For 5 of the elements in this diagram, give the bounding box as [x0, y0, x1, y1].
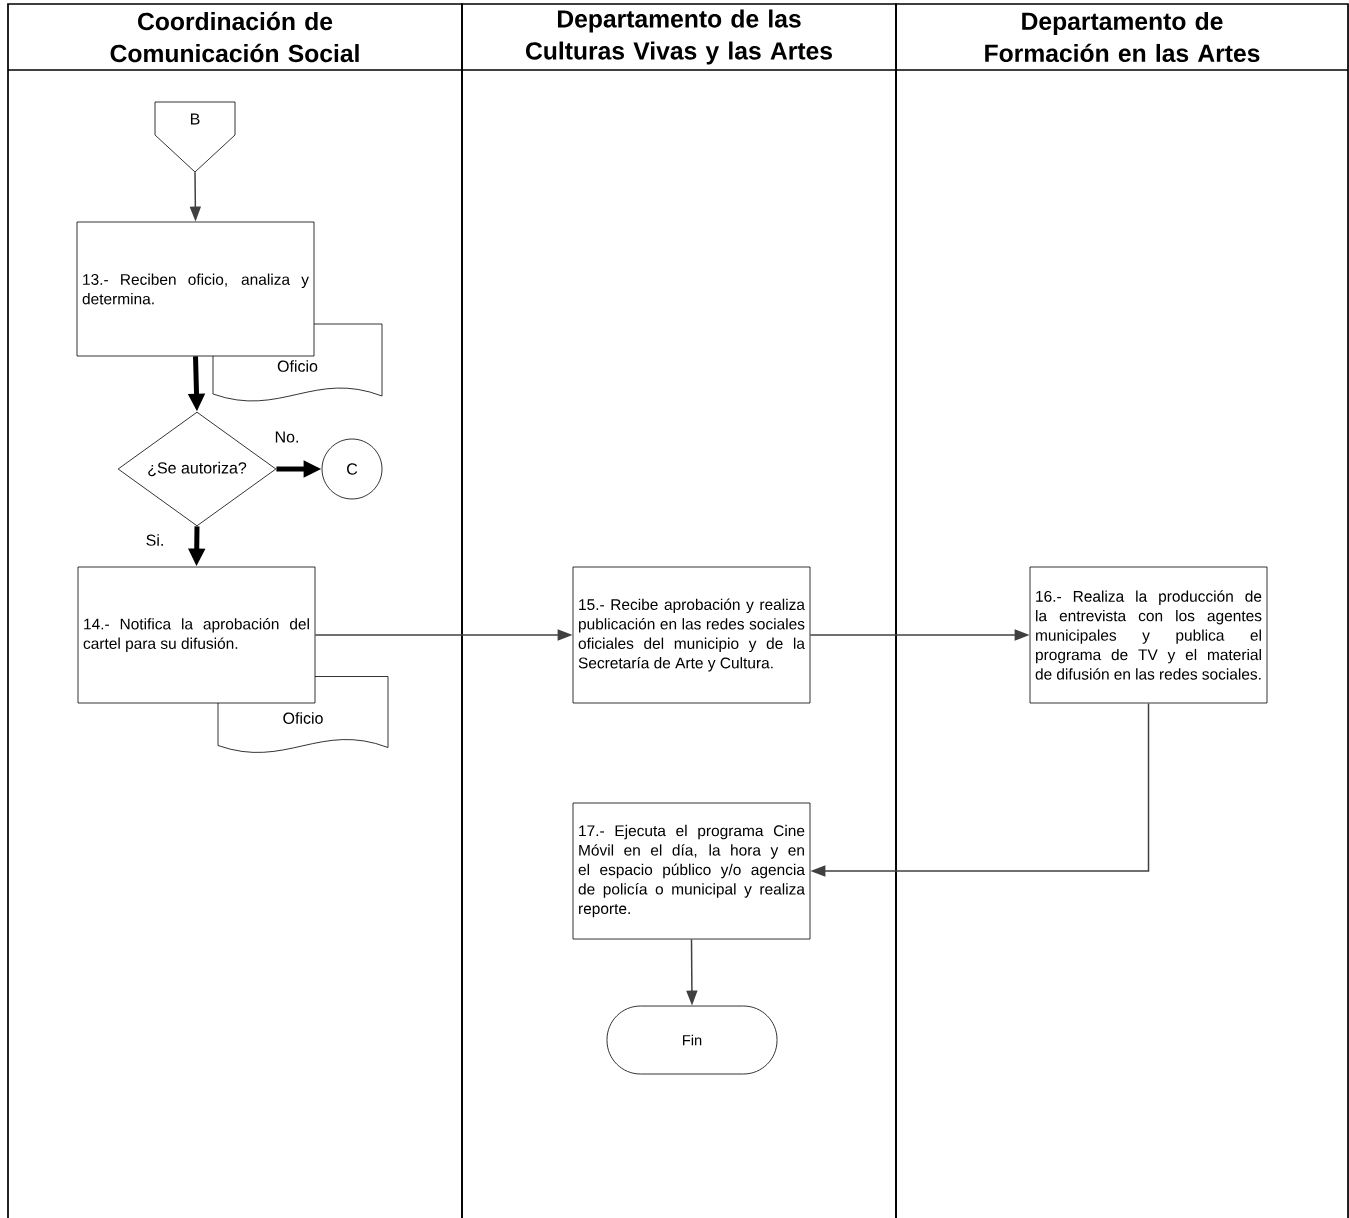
off-page-connector: B [154, 101, 236, 173]
process-box: 15.- Recibe aprobación y realiza publicación en las redes sociales oficiales del municipio y de la Secretaría de Arte y Cultura. [572, 566, 811, 704]
process-box: 16.- Realiza la producción de la entrevista con los agentes municipales y publica el programa de TV y el material de difusión en las redes sociales. [1029, 566, 1268, 704]
edge-label: Si. [144, 532, 166, 548]
process-box: 17.- Ejecuta el programa Cine Móvil en el día, la hora y en el espacio público y/o agencia de policía o municipal y realiza reporte. [572, 802, 811, 940]
